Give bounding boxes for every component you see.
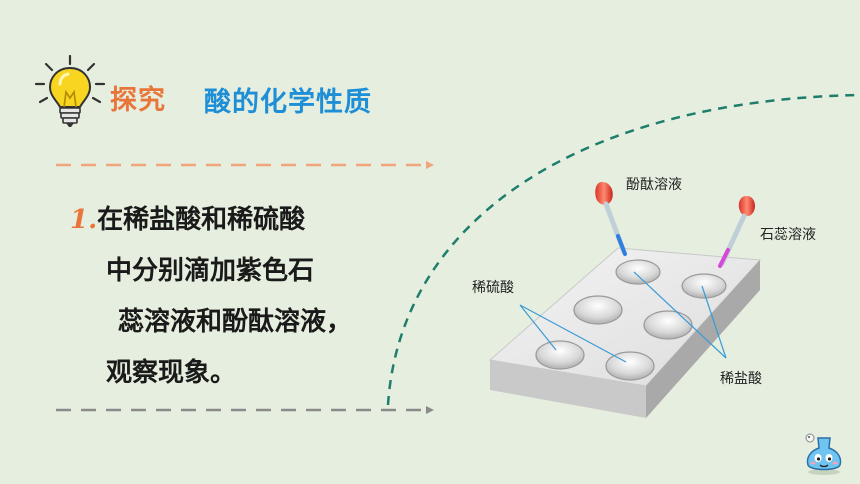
- label-phenolphthalein: 酚酞溶液: [626, 177, 682, 193]
- page-title: 酸的化学性质: [204, 87, 372, 118]
- task-line-2: 中分别滴加紫色石: [106, 256, 315, 286]
- dropper-phenolphthalein-icon: [595, 182, 627, 256]
- spot-plate-diagram: [488, 182, 762, 418]
- bottom-dashed-arrow: [56, 406, 434, 414]
- lightbulb-icon: [34, 54, 106, 127]
- top-dashed-arrow: [56, 161, 434, 169]
- label-hydrochloric-acid: 稀盐酸: [720, 371, 762, 387]
- task-line-1: 在稀盐酸和稀硫酸: [97, 205, 306, 235]
- well-3: [573, 295, 623, 325]
- label-litmus: 石蕊溶液: [760, 227, 816, 243]
- task-number: 1.: [70, 205, 98, 235]
- label-sulfuric-acid: 稀硫酸: [472, 280, 514, 296]
- well-1: [535, 340, 585, 370]
- well-4: [643, 310, 693, 340]
- flask-mascot-icon: [805, 433, 842, 475]
- explore-tag: 探究: [110, 85, 166, 116]
- dropper-litmus-icon: [718, 196, 755, 268]
- well-2: [605, 351, 655, 381]
- task-text: 1.在稀盐酸和稀硫酸 中分别滴加紫色石 蕊溶液和酚酞溶液， 观察现象。: [70, 195, 410, 399]
- task-line-4: 观察现象。: [106, 358, 237, 388]
- task-line-3: 蕊溶液和酚酞溶液，: [118, 307, 353, 337]
- well-5: [615, 259, 661, 285]
- well-6: [681, 273, 727, 299]
